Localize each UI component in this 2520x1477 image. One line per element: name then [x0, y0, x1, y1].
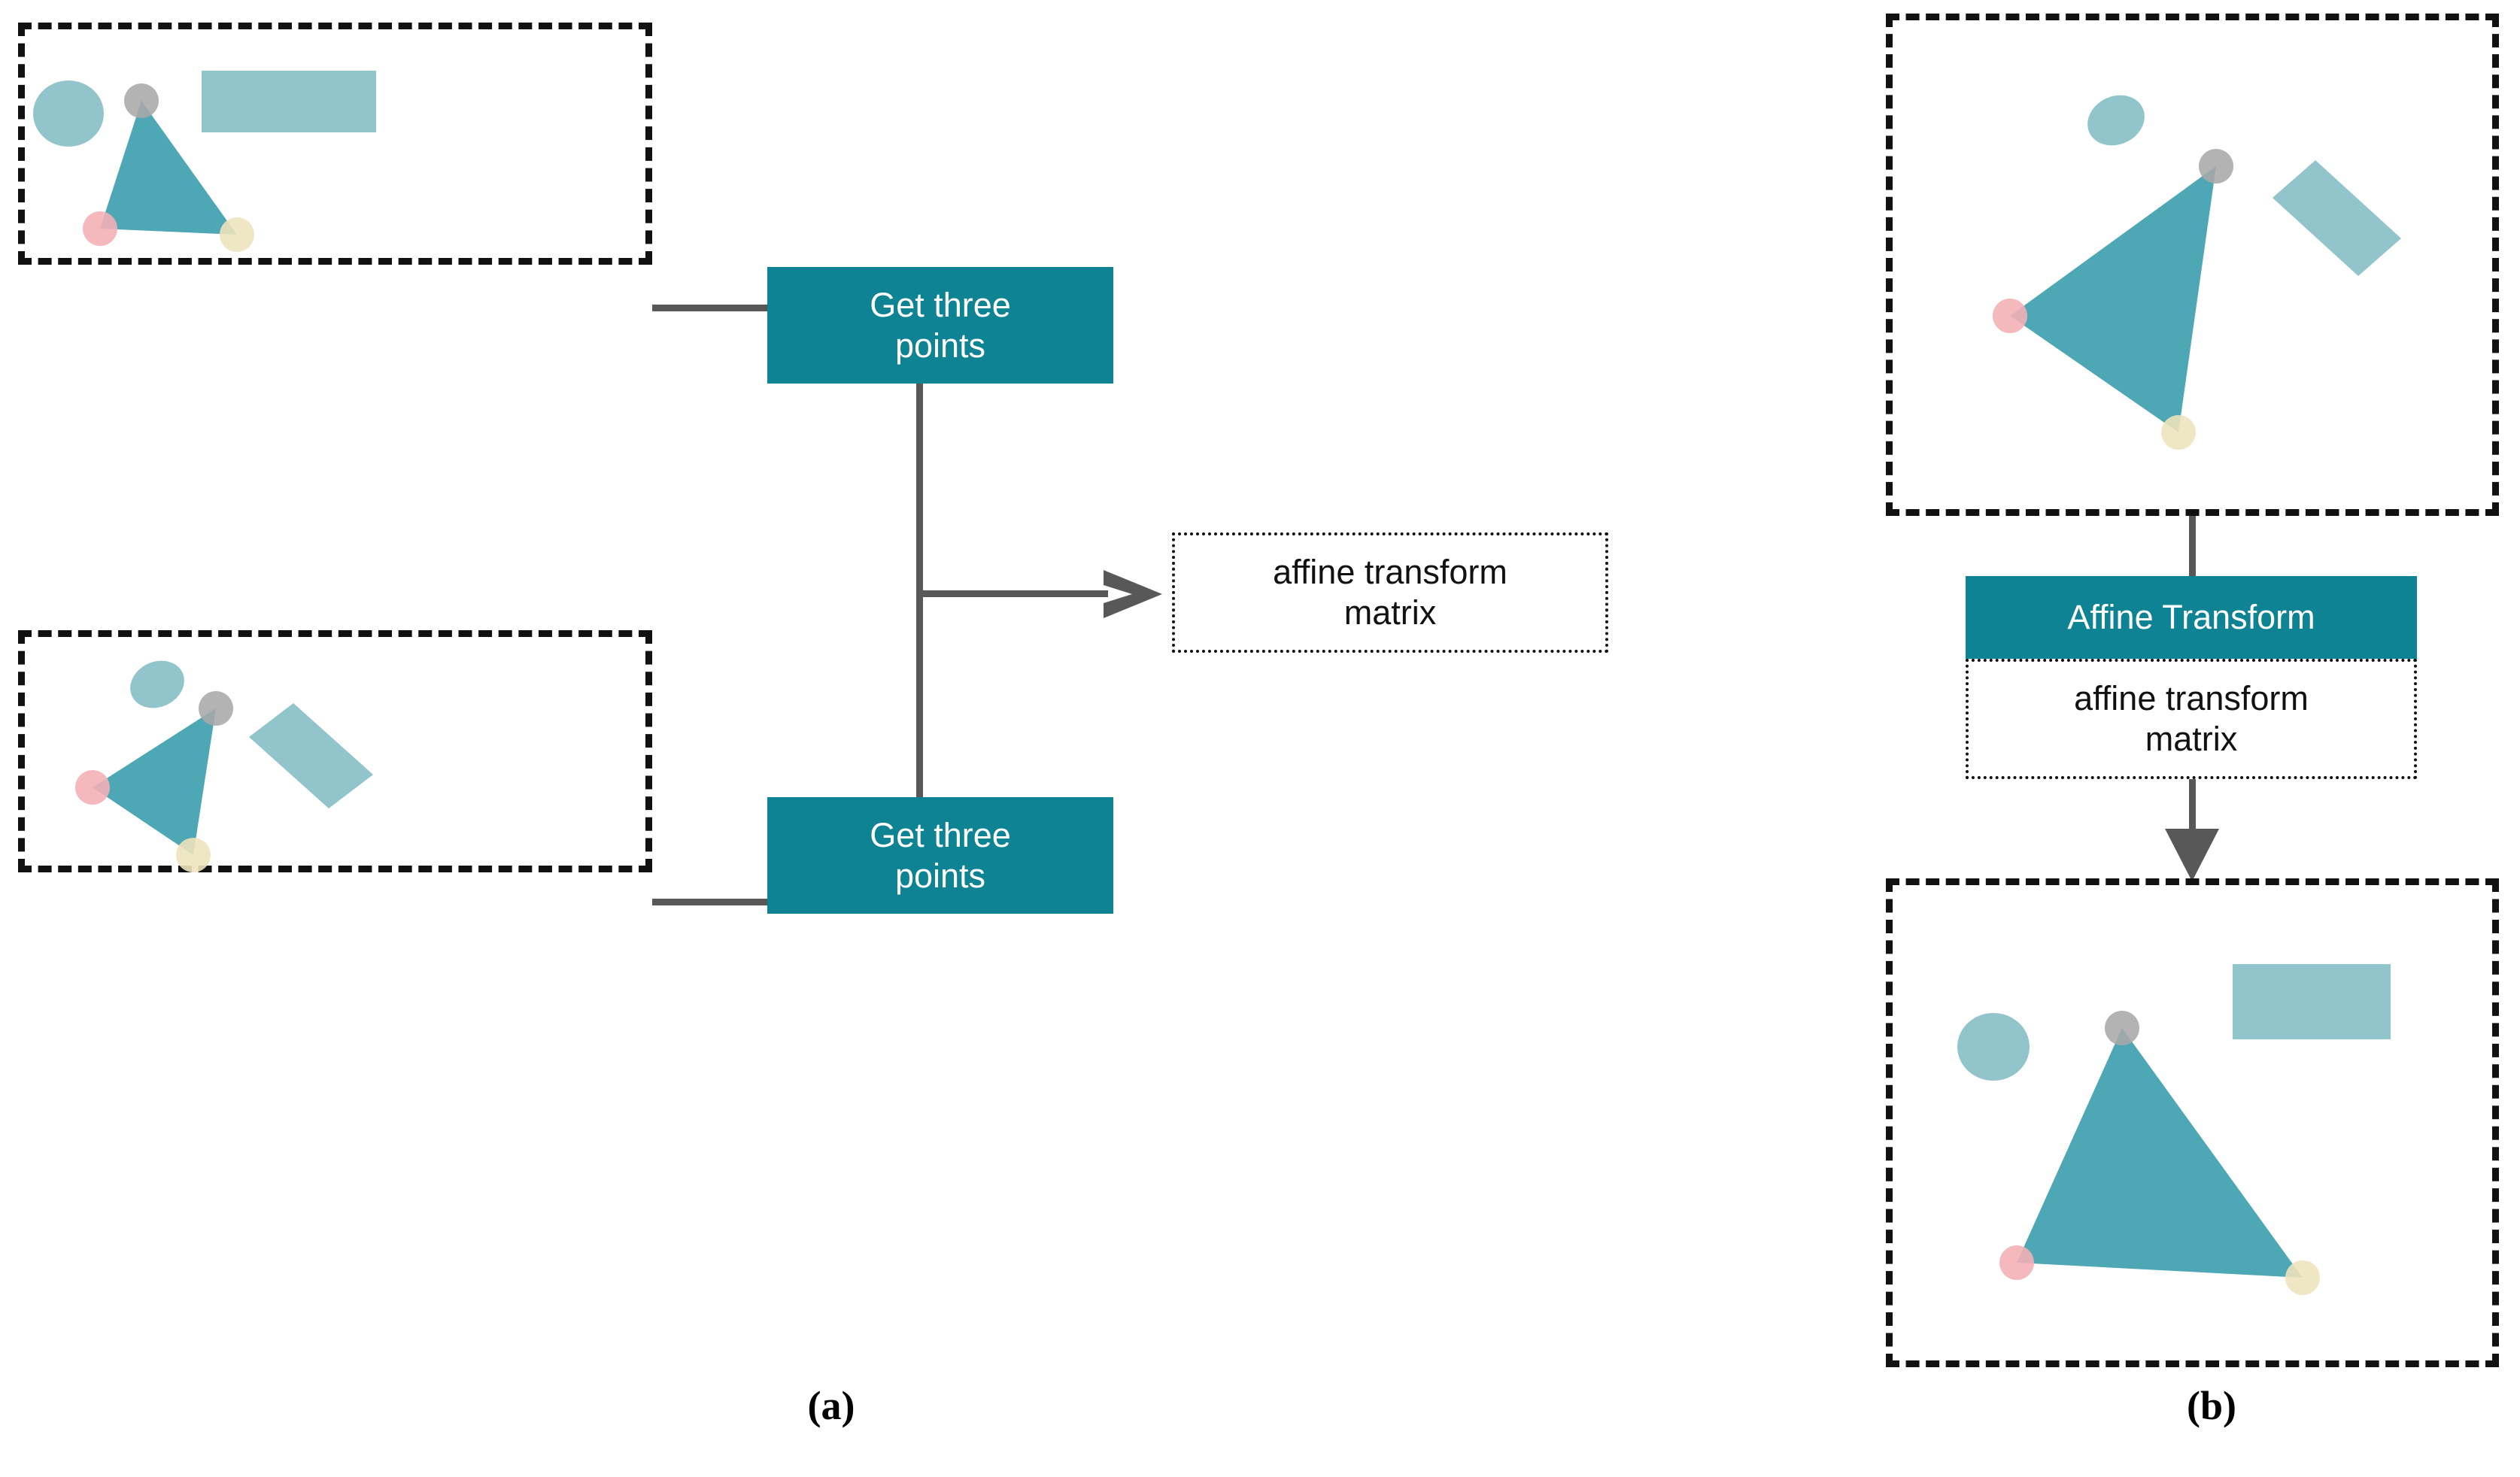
panel-b-affine-transform-box[interactable]: Affine Transform [1966, 576, 2417, 659]
connector-bottom-scene-to-process [652, 899, 767, 905]
connector-input-scene-to-affine [2189, 516, 2196, 576]
panel-a-top-scene [18, 23, 652, 265]
panel-a-get-three-points-bottom-label: Get three points [870, 816, 1011, 895]
panel-a-bottom-scene [18, 630, 652, 872]
triangle-shape [2017, 1028, 2303, 1278]
triangle-shape [93, 708, 216, 855]
connector-trunk-to-matrix [916, 590, 1108, 597]
panel-b-caption-text: (b) [2187, 1383, 2236, 1428]
panel-b-caption: (b) [2099, 1382, 2324, 1429]
panel-a-bottom-scene-canvas [75, 660, 373, 872]
apex-vertex-dot [2105, 1011, 2139, 1045]
panel-b-output-scene [1886, 878, 2499, 1367]
circle-shape [2087, 95, 2145, 146]
triangle-shape [100, 101, 237, 235]
panel-a-affine-matrix-label: affine transform matrix [1273, 553, 1507, 632]
rectangle-shape [202, 71, 376, 132]
rectangle-shape [2233, 964, 2391, 1039]
apex-vertex-dot [124, 83, 159, 118]
left-vertex-dot [1999, 1245, 2034, 1280]
circle-shape [1957, 1013, 2030, 1081]
panel-a-get-three-points-top-label: Get three points [870, 286, 1011, 365]
panel-b-affine-matrix-box: affine transform matrix [1966, 659, 2417, 779]
panel-a-top-scene-canvas [33, 71, 376, 252]
arrowhead-open-icon [1104, 570, 1162, 618]
rectangle-shape [249, 703, 373, 808]
panel-a-get-three-points-bottom[interactable]: Get three points [767, 797, 1113, 914]
bottom-vertex-dot [176, 838, 211, 872]
panel-a-caption: (a) [718, 1382, 944, 1429]
bottom-vertex-dot [2161, 415, 2196, 450]
connector-affine-to-output-scene [2189, 779, 2196, 833]
rectangle-shape [2273, 160, 2401, 276]
left-vertex-dot [1993, 299, 2027, 333]
panel-b-input-scene [1886, 14, 2499, 516]
panel-b-affine-transform-label: Affine Transform [2067, 598, 2315, 637]
circle-shape [33, 80, 104, 147]
panel-a-get-three-points-top[interactable]: Get three points [767, 267, 1113, 384]
arrowhead-open-to-matrix [1104, 570, 1162, 618]
right-vertex-dot [220, 217, 254, 252]
apex-vertex-dot [199, 691, 233, 726]
left-vertex-dot [75, 770, 110, 805]
panel-b-input-scene-canvas [1993, 95, 2401, 450]
circle-shape [130, 660, 184, 708]
apex-vertex-dot [2199, 149, 2233, 183]
arrowhead-solid-to-output [2165, 829, 2219, 881]
panel-a-caption-text: (a) [807, 1383, 855, 1428]
left-vertex-dot [83, 211, 117, 246]
panel-a-affine-matrix-box: affine transform matrix [1172, 532, 1608, 653]
panel-b-output-scene-canvas [1957, 964, 2391, 1295]
panel-b-affine-matrix-label: affine transform matrix [2074, 679, 2309, 758]
connector-top-scene-to-process [652, 305, 767, 311]
right-vertex-dot [2285, 1260, 2320, 1295]
arrowhead-solid-icon [2165, 829, 2219, 881]
triangle-shape [2010, 166, 2216, 432]
